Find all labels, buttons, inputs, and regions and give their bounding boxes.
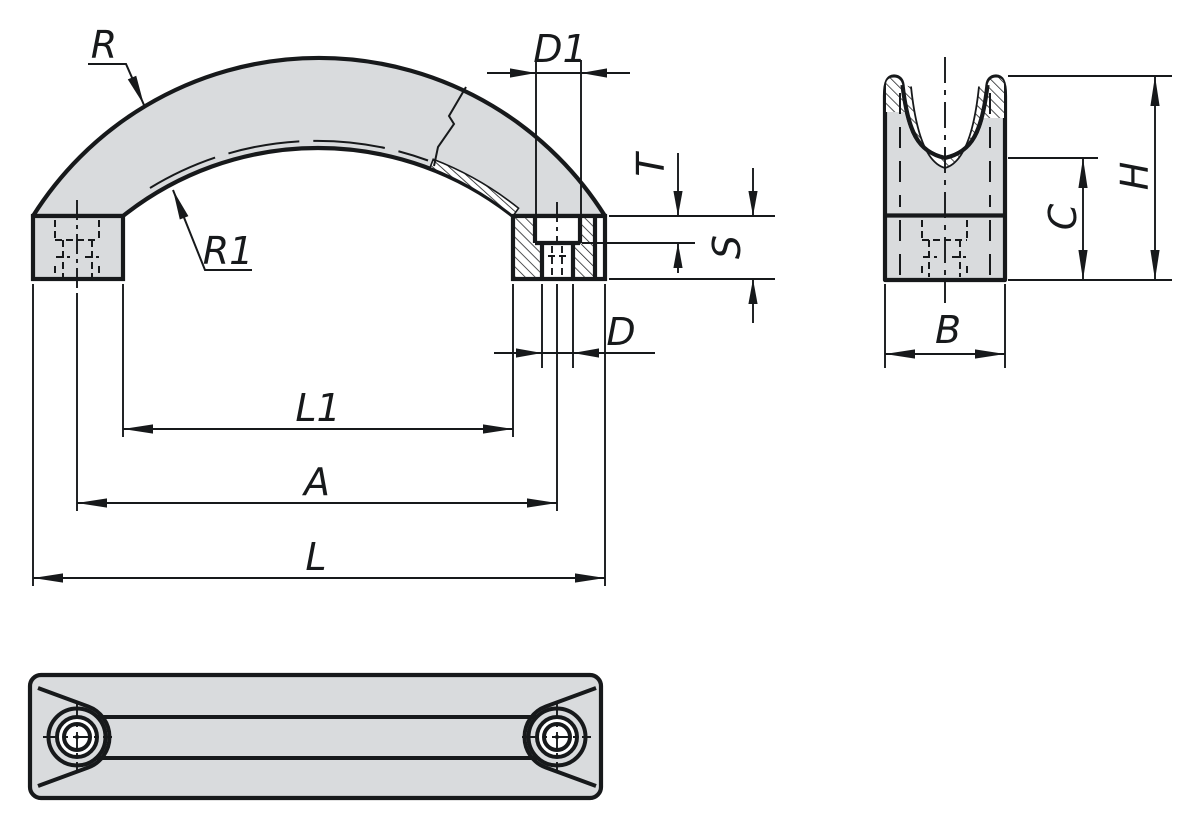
h-arrow-top: [1150, 76, 1160, 106]
d-arrow-right: [573, 348, 599, 358]
a-arrow-right: [527, 498, 557, 508]
r-leader-arrowhead: [127, 75, 144, 105]
b-arrow-left: [885, 349, 915, 359]
dim-label-c: C: [1041, 203, 1085, 230]
bottom-right-hole: [522, 702, 591, 772]
s-arrow-up: [748, 279, 758, 304]
inner-arc-section-hatch: [428, 158, 520, 218]
s-arrow-down: [748, 191, 758, 216]
radius-r1-callout: R1: [172, 189, 254, 273]
dimension-d: D: [494, 284, 655, 368]
left-foot-body: [30, 213, 126, 282]
c-arrow-bottom: [1078, 250, 1088, 280]
l1-arrow-left: [123, 424, 153, 434]
bottom-outline: [27, 672, 604, 801]
dim-label-r: R: [91, 23, 117, 67]
l1-arrow-right: [483, 424, 513, 434]
handle-arch: [30, 55, 608, 219]
dim-label-t: T: [629, 151, 673, 177]
dimension-l1: L1: [122, 284, 514, 437]
d-arrow-left: [516, 348, 542, 358]
dimension-c: C: [1008, 157, 1098, 280]
r1-leader-arrowhead: [173, 190, 189, 220]
b-arrow-right: [975, 349, 1005, 359]
bottom-view: [27, 672, 604, 801]
front-view: R R1 D1: [30, 23, 775, 586]
side-view: H C B: [882, 57, 1172, 368]
right-foot-edges: [510, 213, 608, 282]
dim-label-s: S: [705, 235, 749, 259]
dimension-b: B: [884, 284, 1006, 368]
break-line: [433, 86, 467, 167]
l-arrow-right: [575, 573, 605, 583]
dim-label-a: A: [301, 460, 330, 504]
t-arrow-down: [673, 191, 683, 216]
d1-arrow-left: [510, 68, 536, 78]
dim-label-l: L: [305, 535, 326, 579]
h-arrow-bottom: [1150, 250, 1160, 280]
dim-label-d: D: [606, 310, 635, 354]
dimension-a: A: [76, 284, 558, 511]
dimension-h: H: [1008, 75, 1172, 281]
bottom-left-hole: [43, 702, 112, 772]
dimension-d1: D1: [487, 27, 630, 216]
right-side-extensions: [582, 215, 775, 280]
d1-arrow-right: [581, 68, 607, 78]
left-foot: [30, 200, 126, 296]
foot-corner-relief: [595, 218, 605, 277]
dim-label-d1: D1: [533, 27, 586, 71]
dimension-l: L: [32, 284, 606, 586]
dimension-s: S: [705, 168, 758, 323]
hole-d: [542, 243, 573, 279]
dim-label-r1: R1: [203, 229, 254, 273]
dim-label-h: H: [1113, 162, 1157, 191]
dim-label-l1: L1: [295, 386, 340, 430]
side-tangent-edges: [899, 93, 991, 276]
a-arrow-left: [77, 498, 107, 508]
c-arrow-top: [1078, 158, 1088, 188]
radius-r-callout: R: [88, 23, 145, 106]
dimension-t: T: [629, 151, 683, 273]
dim-label-b: B: [935, 308, 961, 352]
t-arrow-up: [673, 243, 683, 268]
arch-profile-edge-dashed: [149, 139, 429, 189]
right-foot-section: [510, 202, 608, 282]
l-arrow-left: [33, 573, 63, 583]
right-foot-thread-hidden-lines: [548, 246, 566, 277]
